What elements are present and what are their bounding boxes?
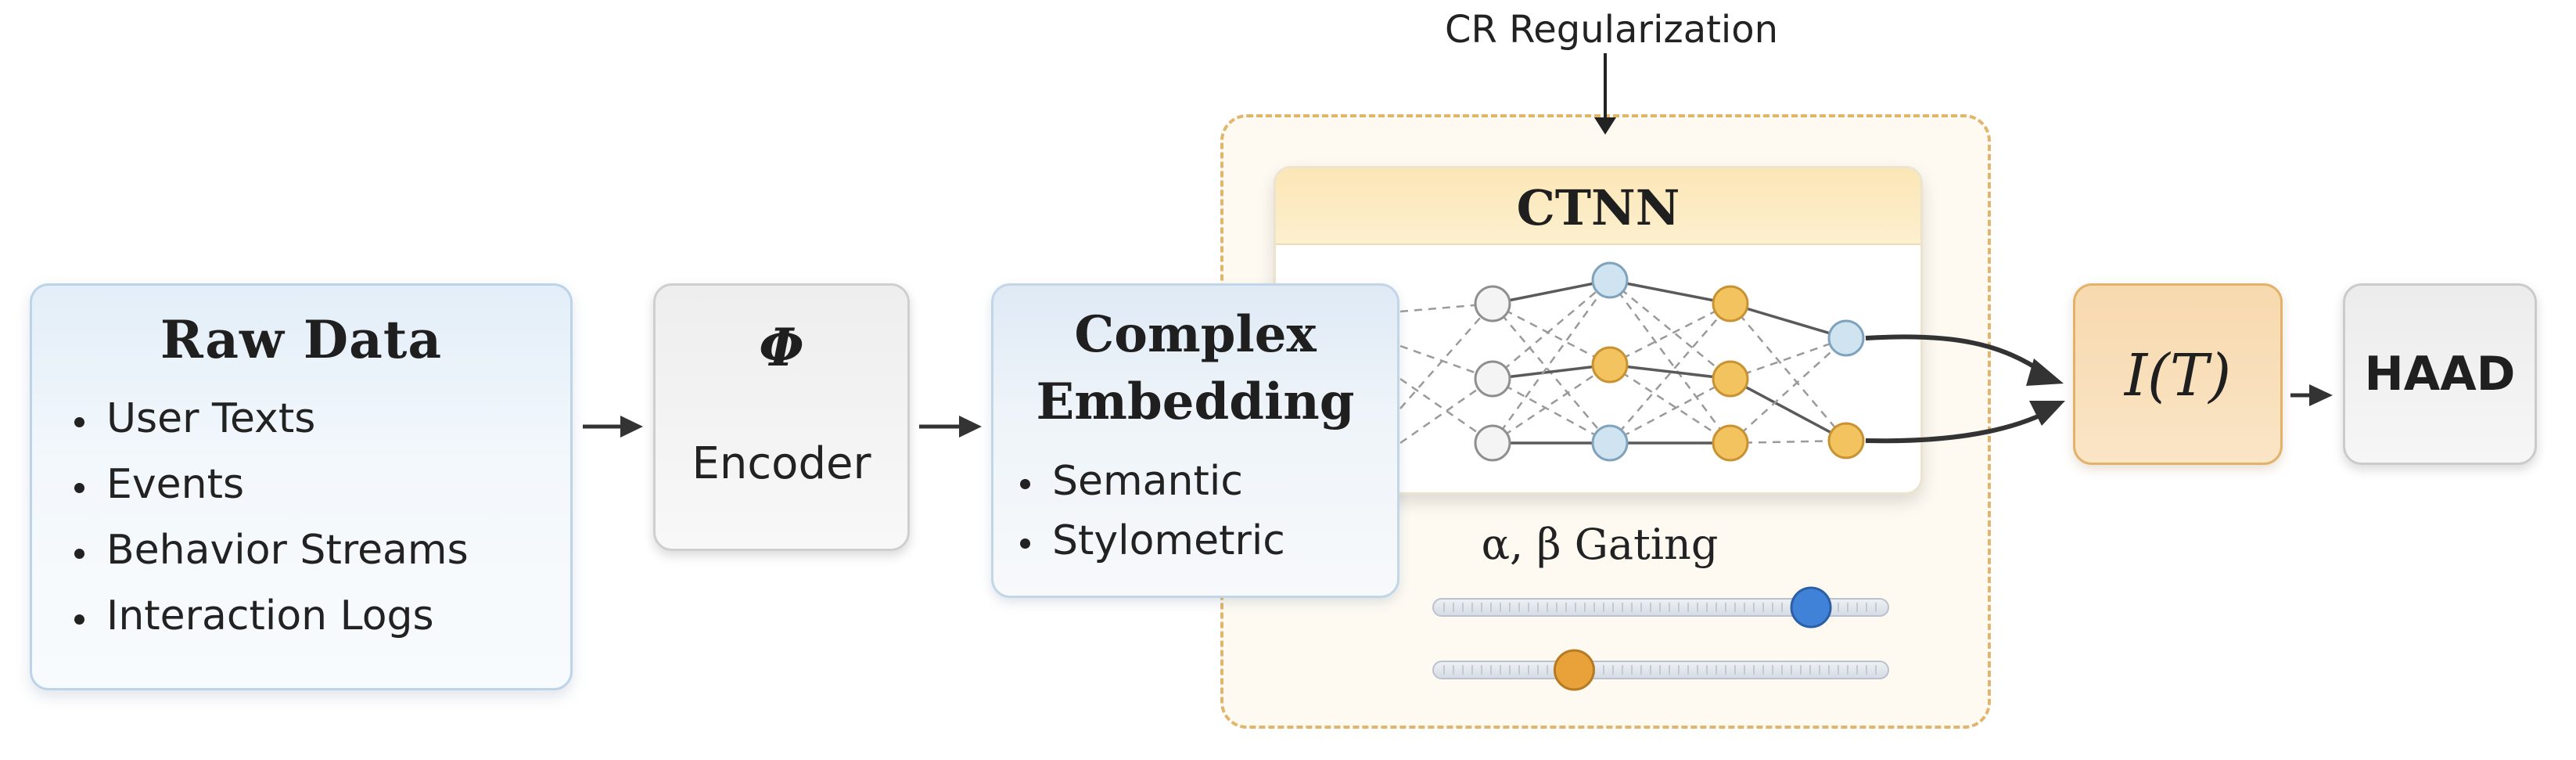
network-node [1591, 261, 1629, 299]
ctnn-title: CTNN [1516, 179, 1680, 236]
output-it-label: I(T) [2124, 342, 2232, 409]
ctnn-network [1399, 261, 1865, 462]
network-node [1827, 422, 1865, 459]
network-node [1474, 424, 1511, 462]
network-node [1827, 319, 1865, 357]
ctnn-output-arrow-bottom-head [2029, 401, 2065, 426]
cr-down-arrow-head [1594, 117, 1616, 135]
network-input-edge [1399, 344, 1493, 380]
network-edge [1730, 439, 1847, 445]
network-edge [1730, 377, 1847, 442]
network-node [1474, 360, 1511, 398]
alpha-slider-ticks [1443, 603, 1877, 612]
raw-data-item: Events [71, 452, 469, 517]
alpha-slider[interactable] [1432, 586, 1889, 629]
network-edge [1609, 363, 1731, 445]
beta-slider-thumb[interactable] [1553, 649, 1595, 691]
complex-embedding-title: Complex Embedding [993, 301, 1397, 436]
network-edge [1730, 303, 1847, 441]
network-edge [1492, 377, 1611, 445]
network-input-edge [1399, 377, 1493, 445]
phi-symbol: Φ [759, 317, 804, 378]
encoder-box: Φ Encoder [653, 283, 910, 551]
network-edge [1608, 279, 1732, 444]
network-edge [1609, 303, 1731, 444]
network-edge [1609, 377, 1731, 445]
raw-data-title: Raw Data [160, 309, 443, 370]
network-node [1474, 285, 1511, 322]
embedding-list: Semantic Stylometric [1017, 452, 1285, 571]
gating-label: α, β Gating [1481, 520, 1719, 569]
complex-embedding-title-line1: Complex [1074, 305, 1317, 364]
complex-embedding-box: Complex Embedding Semantic Stylometric [991, 283, 1399, 598]
network-node [1591, 424, 1629, 462]
flow-arrow-encoder-to-embedding [919, 416, 982, 438]
network-node [1712, 424, 1749, 462]
network-edge [1492, 363, 1611, 445]
network-edge [1609, 302, 1731, 366]
network-edge [1730, 337, 1847, 380]
haad-box: HAAD [2343, 283, 2537, 465]
raw-data-list: User Texts Events Behavior Streams Inter… [71, 386, 469, 649]
embedding-item: Semantic [1017, 452, 1285, 511]
output-it-box: I(T) [2073, 283, 2283, 465]
raw-data-item: User Texts [71, 386, 469, 452]
network-node [1591, 346, 1629, 384]
alpha-slider-thumb[interactable] [1790, 586, 1832, 629]
network-edge [1730, 337, 1847, 444]
network-edge [1609, 279, 1731, 305]
raw-data-item: Interaction Logs [71, 583, 469, 649]
network-edge [1492, 279, 1611, 305]
haad-label: HAAD [2364, 347, 2516, 402]
network-input-edge [1399, 303, 1493, 409]
encoder-label: Encoder [692, 438, 871, 489]
raw-data-box: Raw Data User Texts Events Behavior Stre… [30, 283, 573, 690]
beta-slider[interactable] [1432, 649, 1889, 691]
network-edge [1609, 279, 1731, 380]
network-edge [1491, 279, 1611, 444]
ctnn-output-arrow-bottom [1865, 409, 2050, 444]
flow-arrow-it-to-haad [2290, 384, 2333, 406]
complex-embedding-title-line2: Embedding [1036, 373, 1355, 431]
flow-arrow-raw-to-encoder [583, 416, 643, 438]
cr-regularization-label: CR Regularization [1444, 8, 1779, 52]
network-node [1712, 360, 1749, 398]
embedding-item: Stylometric [1017, 511, 1285, 571]
network-input-edge [1399, 377, 1493, 445]
network-edge [1492, 279, 1611, 380]
network-edge [1609, 363, 1731, 380]
ctnn-output-arrow-top-head [2026, 358, 2064, 386]
network-edge [1492, 363, 1611, 380]
network-edge [1492, 302, 1611, 366]
ctnn-output-arrow-top [1865, 334, 2047, 376]
ctnn-header: CTNN [1276, 168, 1920, 245]
network-node [1712, 285, 1749, 322]
network-edge [1730, 302, 1847, 340]
raw-data-item: Behavior Streams [71, 517, 469, 583]
network-edge [1492, 303, 1611, 444]
